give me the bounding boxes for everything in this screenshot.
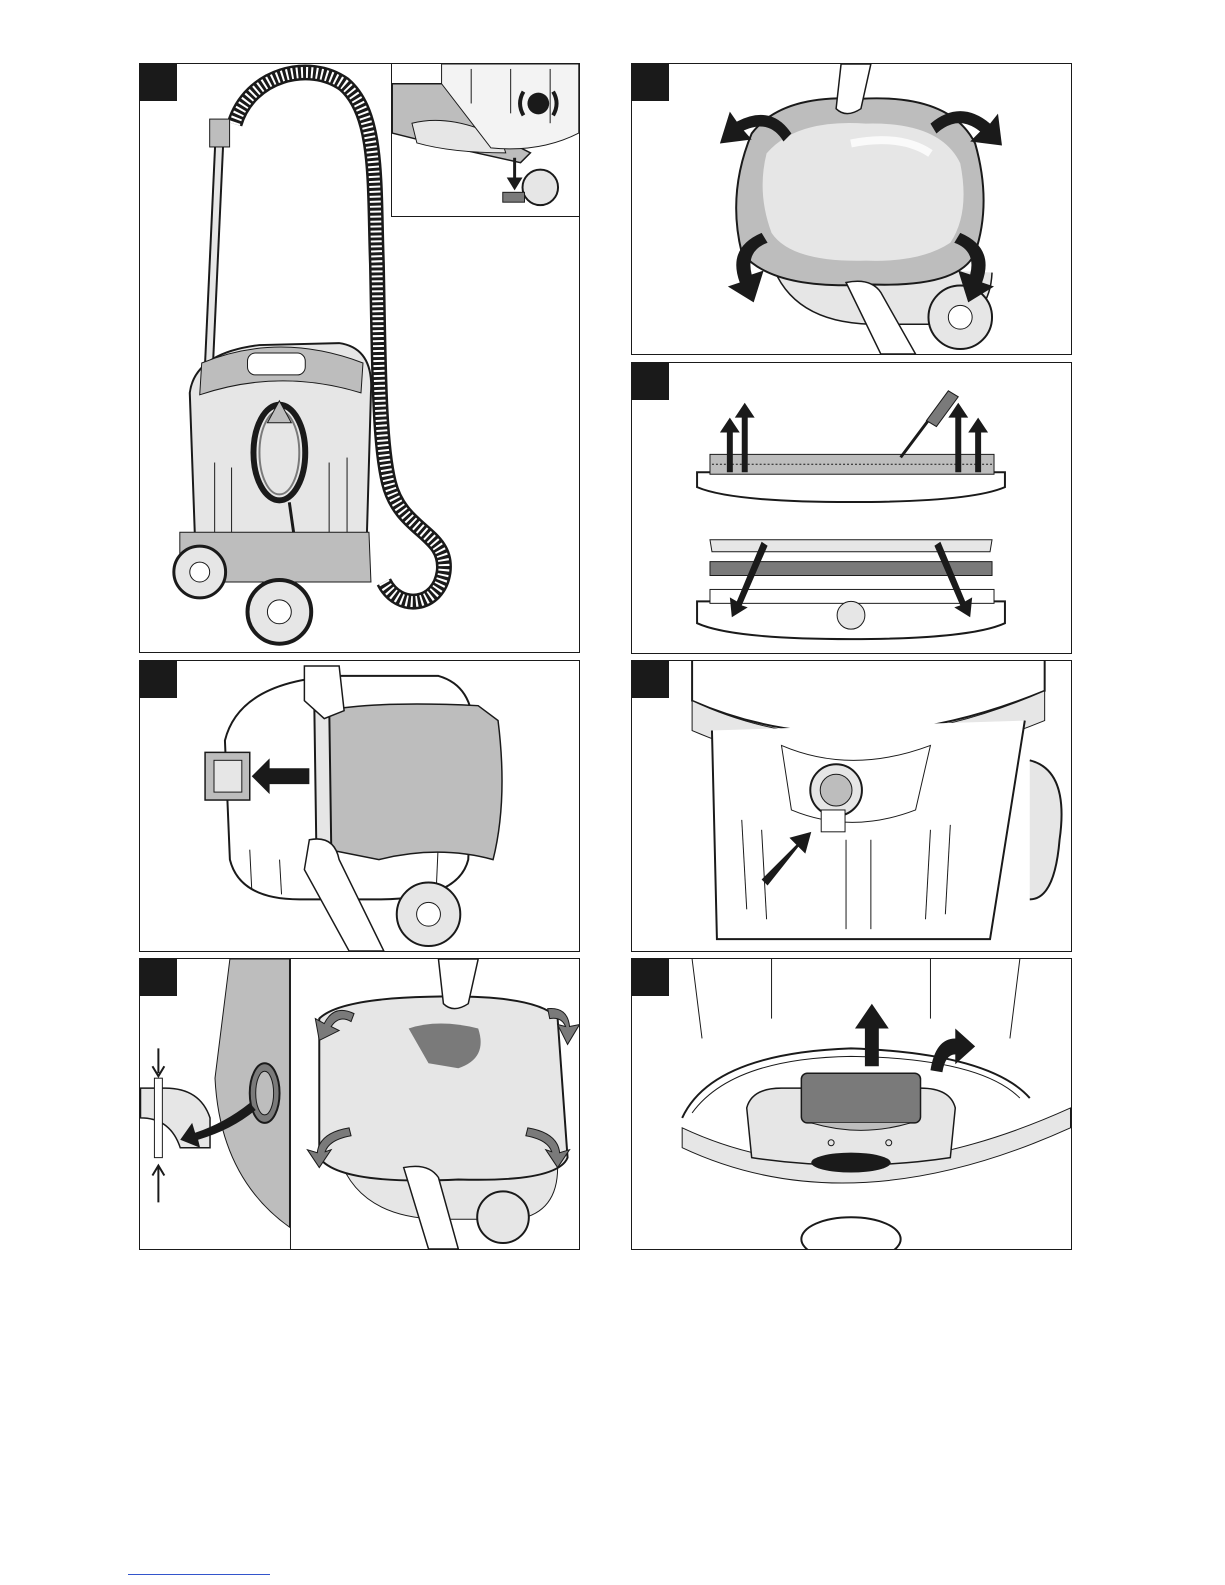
panel-filter-bag-stretch — [631, 63, 1072, 355]
filter-bag-stretch-illustration — [632, 64, 1071, 354]
panel-bag-insert — [139, 660, 580, 952]
footnote-rule — [128, 1574, 270, 1575]
filter-removal-illustration — [632, 363, 1071, 653]
panel-foot-pedal-inset — [391, 63, 580, 217]
panel-filter-lift — [631, 958, 1072, 1250]
bag-insert-illustration — [140, 661, 579, 951]
foot-pedal-illustration — [392, 64, 579, 216]
panel-bag-seal-fit — [139, 958, 580, 1250]
panel-filter-removal — [631, 362, 1072, 654]
panel-inlet-latch — [631, 660, 1072, 952]
inlet-latch-illustration — [632, 661, 1071, 951]
filter-lift-illustration — [632, 959, 1071, 1249]
locked-symbol-icon — [527, 93, 549, 115]
bag-seal-fit-illustration — [140, 959, 579, 1249]
tilt-arrow-icon — [930, 1029, 975, 1073]
